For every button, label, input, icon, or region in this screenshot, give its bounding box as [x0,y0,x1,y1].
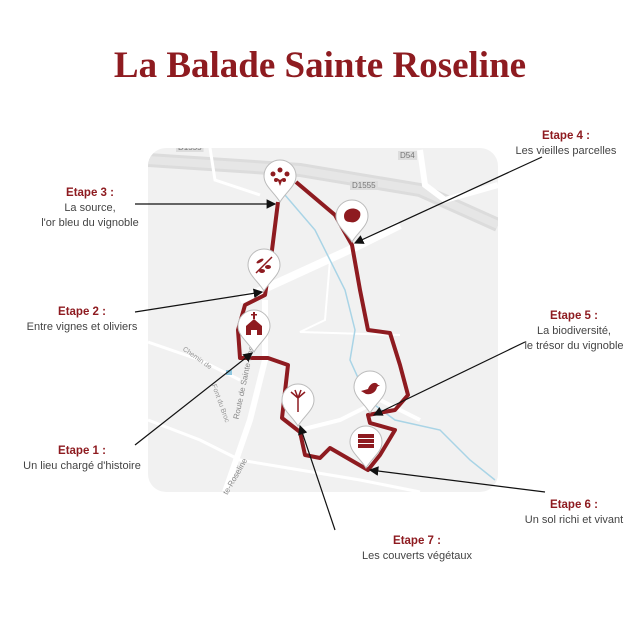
stage-title: Etape 5 : [550,310,598,322]
chapel-icon [246,312,262,335]
stage-title: Etape 4 : [542,130,590,142]
marker-etape-3 [263,159,297,203]
route-layer [236,180,410,472]
page-title: La Balade Sainte Roseline [113,45,527,86]
stage-description: Les couverts végétaux [361,550,473,562]
label-etape-7: Etape 7 : Les couverts végétaux [317,534,517,564]
stage-title: Etape 3 : [66,187,114,199]
stage-description: La source, [64,202,116,214]
arrow-etape-7 [298,424,336,531]
stage-description: l'or bleu du vignoble [41,217,139,229]
marker-etape-1 [237,309,271,353]
stage-description: le trésor du vignoble [524,340,624,352]
label-etape-3: Etape 3 : La source, l'or bleu du vignob… [0,186,190,231]
arrow-etape-2 [134,288,264,313]
marker-etape-5 [353,370,387,414]
spring-icon [270,167,290,186]
stage-title: Etape 7 : [393,535,441,547]
label-etape-5: Etape 5 : La biodiversité, le trésor du … [474,309,640,354]
stage-description: Les vieilles parcelles [515,145,617,157]
stage-description: La biodiversité, [537,325,611,337]
map-label-d1555-top: D1555 [176,143,204,152]
soil-layers-icon [358,434,374,448]
arrow-etape-1 [134,352,253,446]
label-etape-2: Etape 2 : Entre vignes et oliviers [0,305,182,335]
stage-description: Un sol richi et vivant [524,514,624,526]
map-label-d1555: D1555 [350,181,378,190]
arrow-etape-5 [372,341,526,416]
marker-etape-6 [349,425,383,469]
marker-etape-7 [281,383,315,427]
marker-etape-4 [335,199,369,243]
walking-route [236,180,410,472]
marker-etape-2 [247,248,281,292]
stage-description: Entre vignes et oliviers [26,321,138,333]
label-etape-4: Etape 4 : Les vieilles parcelles [466,129,640,159]
plant-icon [290,389,306,412]
label-etape-6: Etape 6 : Un sol richi et vivant [474,498,640,528]
arrow-etape-4 [353,156,543,244]
stage-title: Etape 6 : [550,499,598,511]
vine-leaf-icon [344,208,361,223]
stage-title: Etape 1 : [58,445,106,457]
arrow-etape-6 [368,466,546,493]
stage-title: Etape 2 : [58,306,106,318]
label-etape-1: Etape 1 : Un lieu chargé d'histoire [0,444,182,474]
olive-branch-icon [255,256,273,274]
bird-icon [361,382,380,395]
map-label-d54: D54 [398,151,417,160]
stage-description: Un lieu chargé d'histoire [23,460,141,472]
